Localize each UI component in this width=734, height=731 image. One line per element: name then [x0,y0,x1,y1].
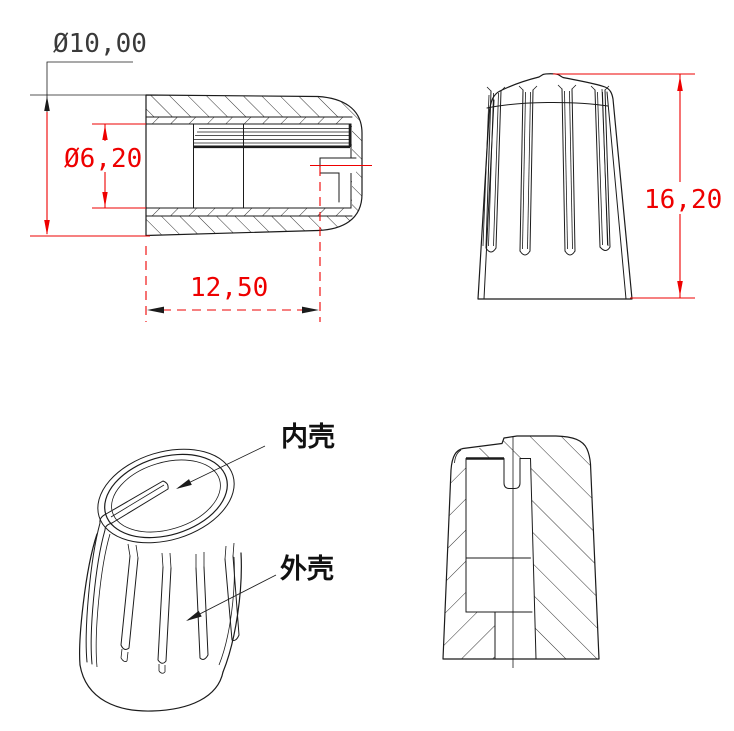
slot-inner-edge [488,92,494,247]
leader-arrow [176,479,192,489]
rim-rib [161,552,172,569]
dim-length: 12,50 [190,273,268,303]
knob-top-face [97,448,235,544]
elevation-slot [518,85,538,256]
leader-inner-shell [177,445,266,489]
slot-edge [561,88,566,252]
slot-inner-edge [527,91,531,250]
pointer-rib-bend [99,513,113,531]
outer-shell-hatch [146,95,362,236]
left-wall-hatch [443,448,495,659]
slot-bottom [564,250,576,256]
elevation-slot [485,86,506,253]
slot-bottom [599,246,611,251]
dim-inner-diameter: Ø6,20 [64,144,142,174]
slot-edge [529,89,534,252]
slot-bottom [519,250,531,256]
dim-arrow-left [147,306,164,314]
body-bottom-arc [79,664,224,712]
slot-outline [157,566,172,664]
pointer-rib-side [95,533,111,668]
dim10-leader [46,61,133,112]
iso-slot [195,552,209,660]
body-inner-right-edge [606,91,627,300]
inner-shell-top-edge [486,101,609,109]
top-band-hatch [468,436,591,464]
dim-arrow-down [102,192,108,207]
section-body-fill [146,95,362,236]
label-outer-shell: 外壳 [280,554,334,585]
pointer-rib-side [90,529,106,665]
leader-arrow [186,610,202,621]
body-left-edge [79,533,98,666]
slot-top-flare [518,85,538,91]
elevation-slot [590,85,611,251]
dim-outer-diameter: Ø10,00 [53,29,147,59]
key-slot-outline [503,458,521,489]
view-side-elevation: 16,20 [477,73,722,300]
dim-arrow-up [102,125,108,140]
slot-top-flare [486,86,506,92]
slot-edge [594,89,601,248]
cavity-right-wall [530,458,537,660]
leader-outer-shell [187,574,277,621]
rim-rib [195,552,205,568]
slot-inner-edge [564,90,568,250]
pointer-bar-inner [110,484,165,518]
slot-inner-edge [597,91,603,246]
dim-arrow-down [44,220,50,235]
iso-slot [224,542,240,641]
iso-slot [157,552,172,674]
slot-top-flare [590,85,610,91]
dim-arrow-up [677,76,683,91]
slot-edge [571,88,576,252]
slot-outline [224,555,240,641]
top-face-inner-ellipse [111,459,221,533]
section-outer-profile [145,94,363,237]
view-isometric: 内壳 外壳 [79,422,335,712]
dim-arrow-right [302,306,319,314]
slot-outline [120,555,139,650]
slot-foot [158,664,166,674]
outer-rim-ellipse [97,448,235,544]
dim-height: 16,20 [644,185,722,215]
vsection-outer-profile [442,435,600,660]
slot-edge [604,89,611,248]
edge-rib-left [482,94,490,247]
iso-slot [120,543,139,662]
slot-edge [519,89,524,252]
slot-bottom [485,247,497,253]
pointer-rib-side [85,522,101,663]
slot-top-flare [557,84,577,90]
view-horizontal-section: Ø10,00 Ø6,20 12,50 [30,29,372,322]
corner-contour [454,449,462,464]
rim-rib [127,543,139,559]
top-face-ellipse [104,453,228,539]
slot-inner-edge [522,91,526,250]
view-vertical-section [442,435,600,668]
elevation-slot [557,84,577,256]
slot-inner-edge [602,91,608,246]
bore-outline [145,123,352,209]
dim-arrow-up [44,96,50,111]
dim-arrow-down [677,281,683,296]
slot-inner-edge [569,90,573,250]
slot-foot [120,648,129,662]
slot-edge [485,90,492,249]
pointer-bar [105,480,169,524]
label-inner-shell: 内壳 [281,422,335,453]
slot-edge [495,90,502,249]
right-wall-hatch [530,458,599,659]
rim-rib [224,542,235,560]
slot-inner-edge [493,92,499,247]
